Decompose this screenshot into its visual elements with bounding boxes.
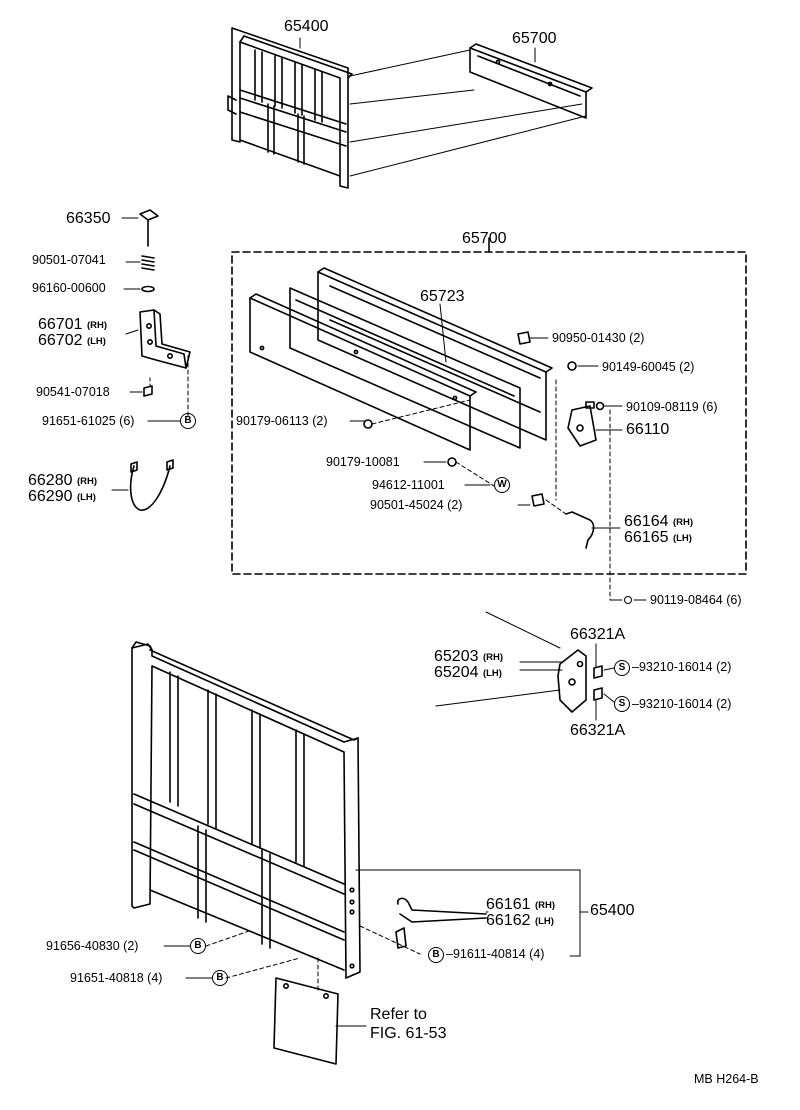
part-65723-label: 65723 [420,288,465,305]
part-90501-45024-label: 90501-45024 (2) [370,498,463,512]
part-65400-top-label: 65400 [284,18,329,35]
part-number: 66702 [38,332,83,349]
top-leader-lines [299,37,587,177]
symbol-b-circle: B [212,970,228,986]
mud-flap-drawing [273,977,339,1065]
part-66321A-bottom-label: 66321A [570,722,626,739]
part-90179-10081-label: 90179-10081 [326,455,400,469]
rh-tag: (RH) [86,320,108,331]
part-90501-07041-label: 90501-07041 [32,253,106,267]
lh-tag: (LH) [86,336,106,347]
part-65400-bottom-label: 65400 [590,902,635,919]
part-65203-label: 65203 (RH) [434,648,503,666]
side-panel-box [231,237,747,575]
figure-reference-label: FIG. 61-53 [370,1025,447,1042]
part-number: 91611-40814 (4) [452,947,545,961]
part-65204-label: 65204 (LH) [434,664,502,682]
part-90541-07018-label: 90541-07018 [36,385,110,399]
bracket-leader-lines [435,611,615,721]
part-66110-label: 66110 [626,421,670,438]
side-panel-drawing [249,267,605,549]
cab-guard-top-drawing [227,27,353,189]
part-90149-60045-label: 90149-60045 (2) [602,360,695,374]
symbol-b-circle: B [190,938,206,954]
rh-tag: (RH) [534,900,556,911]
part-91651-40818-label: 91651-40818 (4) [70,971,163,985]
part-66321A-top-label: 66321A [570,626,626,643]
symbol-s-circle: S [614,660,630,676]
bottom-leader-lines [163,869,589,1027]
part-65700-top-label: 65700 [512,30,557,47]
part-number: 66162 [486,912,531,929]
part-91611-40814-label: –91611-40814 (4) [446,947,545,961]
part-number: 93210-16014 (2) [638,697,732,711]
diagram-code-label: MB H264-B [694,1072,759,1086]
part-66164-label: 66164 (RH) [624,513,693,531]
lh-tag: (LH) [482,668,502,679]
lh-tag: (LH) [672,533,692,544]
part-93210-16014-b-label: –93210-16014 (2) [632,697,732,711]
part-91656-40830-label: 91656-40830 (2) [46,939,139,953]
part-66162-label: 66162 (LH) [486,912,554,930]
part-65700-box-label: 65700 [462,230,507,247]
part-number: 66164 [624,513,669,530]
lh-tag: (LH) [76,492,96,503]
rh-tag: (RH) [76,476,98,487]
part-number: 66161 [486,896,531,913]
bracket-drawing [557,649,603,713]
part-90179-06113-label: 90179-06113 (2) [236,414,328,428]
left-parts-drawing [111,209,191,511]
part-number: 93210-16014 (2) [638,660,732,674]
part-91651-61025-label: 91651-61025 (6) [42,414,135,428]
part-number: 65203 [434,648,479,665]
part-90950-01430-label: 90950-01430 (2) [552,331,645,345]
rh-tag: (RH) [672,517,694,528]
symbol-b-circle: B [428,947,444,963]
part-number: 66290 [28,488,73,505]
hook-drawing [395,897,487,949]
part-number: 66165 [624,529,669,546]
part-66161-label: 66161 (RH) [486,896,555,914]
part-93210-16014-a-label: –93210-16014 (2) [632,660,732,674]
part-66702-label: 66702 (LH) [38,332,106,350]
part-96160-00600-label: 96160-00600 [32,281,106,295]
lh-tag: (LH) [534,916,554,927]
part-66290-label: 66290 (LH) [28,488,96,506]
symbol-w-circle: W [494,477,510,493]
part-66350-label: 66350 [66,210,111,227]
refer-to-label: Refer to [370,1006,427,1023]
middle-leader-lines [349,303,647,604]
part-66165-label: 66165 (LH) [624,529,692,547]
part-66280-label: 66280 (RH) [28,472,97,490]
part-66701-label: 66701 (RH) [38,316,107,334]
symbol-b-circle: B [180,413,196,429]
part-90119-08464-label: 90119-08464 (6) [650,593,742,607]
rh-tag: (RH) [482,652,504,663]
cab-guard-bottom-drawing [131,641,361,979]
part-number: 66701 [38,316,83,333]
part-number: 66280 [28,472,73,489]
part-94612-11001-label: 94612-11001 [372,478,445,492]
symbol-s-circle: S [614,696,630,712]
side-panel-top-drawing [469,43,593,119]
part-number: 65204 [434,664,479,681]
part-90109-08119-label: 90109-08119 (6) [626,400,718,414]
